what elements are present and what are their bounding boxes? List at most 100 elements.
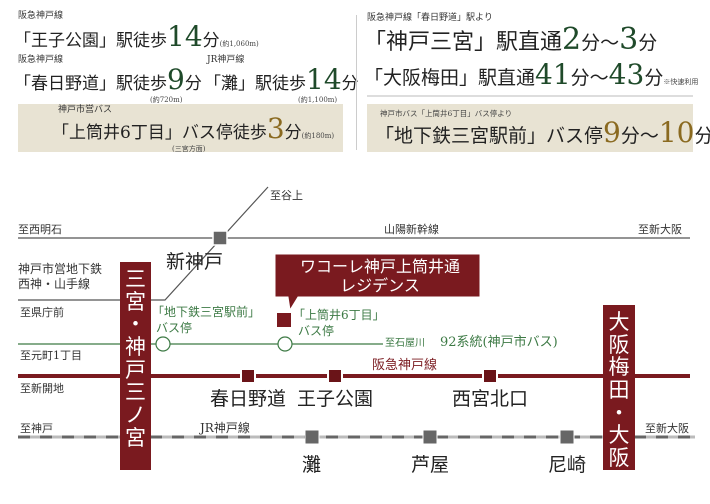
osaka-char: 田	[608, 378, 630, 403]
sannomiya-char: 神	[125, 335, 146, 360]
kasugano-michi-marker	[240, 368, 256, 384]
sannomiya-unit-b: 分	[638, 32, 658, 54]
oji-koen-marker	[327, 368, 343, 384]
nada-minutes: 14	[306, 63, 342, 96]
label-subway-2: 西神・山手線	[18, 277, 91, 291]
bus-direction: (三宮方面)	[172, 145, 206, 153]
label-jr-shin-osaka: 至新大阪	[645, 422, 689, 435]
nada-distance: (約1,100m)	[298, 96, 338, 104]
from-label: 阪急神戸線「春日野道」駅より	[367, 13, 493, 23]
station-nishinomiya-kitaguchi: 西宮北口	[452, 388, 529, 410]
osaka-umeda-station-box: 大阪梅田・大阪	[603, 305, 635, 470]
label-motomachi: 至元町1丁目	[20, 349, 82, 362]
ashiya-marker	[422, 429, 438, 445]
oji-line-label: 阪急神戸線	[18, 11, 64, 21]
umeda-min-a: 41	[535, 58, 571, 91]
label-subway-1: 神戸市営地下鉄	[18, 262, 103, 276]
bus-walk-name: 「上筒井6丁目」バス停徒歩	[52, 123, 267, 143]
umeda-name: 「大阪梅田」駅直通	[364, 67, 536, 89]
bus-stop-marker-kamitsutsui	[277, 336, 293, 352]
oji-minutes: 14	[167, 20, 203, 53]
station-amagasaki: 尼崎	[548, 454, 587, 476]
sannomiya-unit-a: 分～	[581, 32, 620, 54]
bus-walk-distance: (約180m)	[301, 132, 335, 140]
sannomiya-station-box: 三宮・神戸三ノ宮	[120, 262, 151, 470]
sannomiya-char: 三	[125, 267, 146, 291]
bus-walk-minutes: 3	[266, 112, 285, 145]
station-shin-kobe: 新神戸	[166, 251, 224, 273]
nada-line-label: JR神戸線	[207, 55, 245, 65]
umeda-min-b: 43	[608, 58, 645, 91]
bus-ride-unit-a: 分～	[620, 125, 659, 147]
kasuga-unit: 分	[184, 74, 202, 94]
label-kenchomae: 至県庁前	[20, 306, 64, 319]
sannomiya-char: 三	[125, 380, 146, 405]
station-kasugano-michi: 春日野道	[210, 388, 287, 410]
bus-stop-sannomiya-label: 「地下鉄三宮駅前」	[152, 305, 261, 319]
osaka-char: 大	[608, 310, 630, 334]
station-nada: 灘	[302, 454, 322, 476]
oji-distance: (約1,060m)	[219, 40, 259, 48]
sannomiya-char: 宮	[125, 425, 146, 450]
label-hankyu: 阪急神戸線	[372, 358, 438, 373]
sannomiya-name: 「神戸三宮」駅直通	[364, 30, 563, 55]
sannomiya-char: 戸	[125, 357, 146, 382]
sannomiya-min-b: 3	[619, 22, 639, 57]
nishinomiya-kitaguchi-marker	[482, 368, 498, 384]
bus-from-label: 神戸市バス「上筒井6丁目」バス停より	[380, 109, 513, 118]
nada-marker	[304, 429, 320, 445]
bus-ride-min-b: 10	[658, 116, 695, 149]
nada-unit: 分	[341, 74, 359, 94]
umeda-unit-a: 分～	[570, 67, 609, 89]
bus-ride-box	[367, 104, 693, 152]
osaka-char: 阪	[608, 446, 630, 471]
bus-ride-name: 「地下鉄三宮駅前」バス停	[375, 125, 604, 147]
bus-ride-unit-b: 分	[694, 125, 710, 147]
amagasaki-marker	[559, 429, 575, 445]
label-east-shin-osaka: 至新大阪	[638, 223, 682, 236]
sannomiya-char: 宮	[125, 289, 146, 314]
bus-walk-box	[18, 104, 343, 152]
kasuga-name: 「春日野道」駅徒歩	[14, 74, 167, 94]
property-name-2: レジデンス	[340, 276, 420, 295]
bus-stop-label-2: バス停	[298, 324, 335, 338]
osaka-char: 梅	[608, 355, 630, 380]
shin-kobe-station-marker	[212, 230, 228, 246]
property-callout	[274, 253, 481, 312]
bus-stop-marker-sannomiya	[155, 336, 171, 352]
label-shinkaichi: 至新開地	[20, 382, 64, 395]
divider	[356, 15, 357, 150]
osaka-char: 阪	[608, 332, 630, 357]
label-ishiyagawa: 至石屋川	[385, 338, 425, 349]
right-divider	[367, 95, 693, 97]
oji-unit: 分	[202, 31, 220, 51]
label-bus-route: 92系統(神戸市バス)	[440, 335, 558, 350]
station-ashiya: 芦屋	[411, 454, 450, 476]
oji-name: 「王子公園」駅徒歩	[14, 31, 167, 51]
umeda-note: ※快速利用	[663, 78, 699, 86]
bus-line-label: 神戸市営バス	[58, 105, 113, 115]
sannomiya-char: ・	[125, 312, 146, 337]
label-tanigami: 至谷上	[270, 189, 303, 202]
nada-name: 「灘」駅徒歩	[204, 74, 306, 94]
bus-stop-kamitsutsui-label: 「上筒井6丁目」	[293, 308, 385, 322]
umeda-unit-b: 分	[644, 67, 664, 89]
sannomiya-min-a: 2	[562, 22, 582, 57]
kasuga-minutes: 9	[167, 63, 185, 96]
label-kobe: 至神戸	[20, 422, 53, 435]
kasuga-line-label: 阪急神戸線	[18, 55, 64, 65]
bus-ride-min-a: 9	[603, 116, 621, 149]
label-shinkansen: 山陽新幹線	[384, 223, 439, 236]
property-name-1: ワコーレ神戸上筒井通	[299, 257, 460, 276]
kasuga-distance: (約720m)	[150, 96, 183, 104]
station-oji-koen: 王子公園	[297, 388, 374, 410]
bus-stop-label-1: バス停	[156, 321, 193, 335]
label-jr: JR神戸線	[200, 421, 250, 435]
osaka-char: ・	[608, 400, 630, 425]
